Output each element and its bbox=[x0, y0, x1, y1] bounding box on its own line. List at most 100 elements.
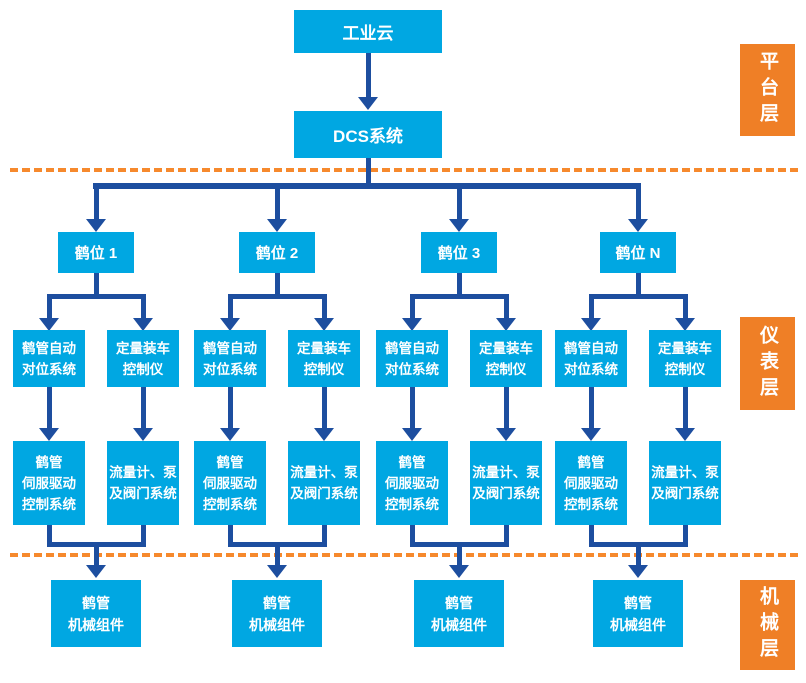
arrow-down-icon bbox=[449, 565, 469, 578]
mechanical-components-box: 鹤管 机械组件 bbox=[414, 580, 504, 647]
mechanical-components-box: 鹤管 机械组件 bbox=[232, 580, 322, 647]
arrow-down-icon bbox=[581, 318, 601, 331]
connector-line bbox=[504, 294, 509, 319]
arrow-down-icon bbox=[628, 219, 648, 232]
connector-line bbox=[410, 294, 509, 299]
flow-pump-valve-box: 流量计、泵 及阀门系统 bbox=[288, 441, 360, 525]
connector-line bbox=[683, 387, 688, 429]
connector-line bbox=[366, 53, 371, 98]
industrial-cloud-box: 工业云 bbox=[294, 10, 442, 53]
connector-line bbox=[228, 294, 327, 299]
connector-line bbox=[410, 525, 415, 547]
connector-line bbox=[47, 294, 52, 319]
auto-alignment-box: 鹤管自动 对位系统 bbox=[555, 330, 627, 387]
connector-line bbox=[366, 158, 371, 185]
connector-line bbox=[141, 525, 146, 547]
connector-line bbox=[636, 273, 641, 294]
connector-line bbox=[457, 542, 462, 565]
arrow-down-icon bbox=[267, 565, 287, 578]
loading-controller-box: 定量装车 控制仪 bbox=[107, 330, 179, 387]
crane-position-box: 鹤位 N bbox=[600, 232, 676, 273]
connector-line bbox=[228, 525, 233, 547]
arrow-down-icon bbox=[496, 428, 516, 441]
crane-position-box: 鹤位 2 bbox=[239, 232, 315, 273]
connector-line bbox=[141, 387, 146, 429]
connector-line bbox=[47, 294, 146, 299]
arrow-down-icon bbox=[628, 565, 648, 578]
arrow-down-icon bbox=[314, 318, 334, 331]
instrument-layer-label: 仪表层 bbox=[740, 317, 795, 410]
loading-controller-box: 定量装车 控制仪 bbox=[288, 330, 360, 387]
connector-line bbox=[410, 294, 415, 319]
flow-pump-valve-box: 流量计、泵 及阀门系统 bbox=[107, 441, 179, 525]
layer-separator-dashed-line-bottom bbox=[10, 553, 798, 557]
connector-line bbox=[94, 273, 99, 294]
connector-line bbox=[275, 542, 280, 565]
auto-alignment-box: 鹤管自动 对位系统 bbox=[376, 330, 448, 387]
connector-line bbox=[683, 525, 688, 547]
servo-drive-box: 鹤管 伺服驱动 控制系统 bbox=[376, 441, 448, 525]
arrow-down-icon bbox=[402, 318, 422, 331]
arrow-down-icon bbox=[86, 219, 106, 232]
loading-controller-box: 定量装车 控制仪 bbox=[649, 330, 721, 387]
machine-layer-label: 机械层 bbox=[740, 580, 795, 670]
crane-position-box: 鹤位 3 bbox=[421, 232, 497, 273]
connector-line bbox=[683, 294, 688, 319]
arrow-down-icon bbox=[39, 428, 59, 441]
arrow-down-icon bbox=[267, 219, 287, 232]
arrow-down-icon bbox=[220, 318, 240, 331]
dcs-system-box: DCS系统 bbox=[294, 111, 442, 158]
connector-line bbox=[47, 387, 52, 429]
arrow-down-icon bbox=[496, 318, 516, 331]
connector-line bbox=[636, 188, 641, 220]
arrow-down-icon bbox=[220, 428, 240, 441]
crane-column-1: 鹤位 1 鹤管自动 对位系统 定量装车 控制仪 鹤管 伺服驱动 控制系统 流量计… bbox=[11, 232, 181, 652]
servo-drive-box: 鹤管 伺服驱动 控制系统 bbox=[13, 441, 85, 525]
servo-drive-box: 鹤管 伺服驱动 控制系统 bbox=[555, 441, 627, 525]
connector-line bbox=[141, 294, 146, 319]
connector-line bbox=[275, 188, 280, 220]
arrow-down-icon bbox=[581, 428, 601, 441]
arrow-down-icon bbox=[675, 318, 695, 331]
crane-column-3: 鹤位 3 鹤管自动 对位系统 定量装车 控制仪 鹤管 伺服驱动 控制系统 流量计… bbox=[374, 232, 544, 652]
flow-pump-valve-box: 流量计、泵 及阀门系统 bbox=[470, 441, 542, 525]
connector-line bbox=[457, 188, 462, 220]
connector-line bbox=[322, 525, 327, 547]
connector-line bbox=[636, 542, 641, 565]
connector-line bbox=[47, 525, 52, 547]
connector-line bbox=[322, 294, 327, 319]
connector-line bbox=[94, 188, 99, 220]
flow-pump-valve-box: 流量计、泵 及阀门系统 bbox=[649, 441, 721, 525]
distribution-bus-line bbox=[93, 183, 641, 189]
connector-line bbox=[94, 542, 99, 565]
connector-line bbox=[589, 294, 594, 319]
servo-drive-box: 鹤管 伺服驱动 控制系统 bbox=[194, 441, 266, 525]
arrow-down-icon bbox=[449, 219, 469, 232]
connector-line bbox=[589, 387, 594, 429]
auto-alignment-box: 鹤管自动 对位系统 bbox=[194, 330, 266, 387]
layer-separator-dashed-line-top bbox=[10, 168, 798, 172]
connector-line bbox=[504, 525, 509, 547]
arrow-down-icon bbox=[133, 428, 153, 441]
arrow-down-icon bbox=[675, 428, 695, 441]
arrow-down-icon bbox=[314, 428, 334, 441]
arrow-down-icon bbox=[402, 428, 422, 441]
auto-alignment-box: 鹤管自动 对位系统 bbox=[13, 330, 85, 387]
arrow-down-icon bbox=[133, 318, 153, 331]
connector-line bbox=[275, 273, 280, 294]
arrow-down-icon bbox=[358, 97, 378, 110]
connector-line bbox=[228, 294, 233, 319]
crane-position-box: 鹤位 1 bbox=[58, 232, 134, 273]
crane-column-n: 鹤位 N 鹤管自动 对位系统 定量装车 控制仪 鹤管 伺服驱动 控制系统 流量计… bbox=[553, 232, 723, 652]
platform-layer-label: 平台层 bbox=[740, 44, 795, 136]
loading-controller-box: 定量装车 控制仪 bbox=[470, 330, 542, 387]
connector-line bbox=[228, 387, 233, 429]
connector-line bbox=[589, 525, 594, 547]
connector-line bbox=[589, 294, 688, 299]
connector-line bbox=[504, 387, 509, 429]
connector-line bbox=[457, 273, 462, 294]
arrow-down-icon bbox=[39, 318, 59, 331]
arrow-down-icon bbox=[86, 565, 106, 578]
connector-line bbox=[322, 387, 327, 429]
